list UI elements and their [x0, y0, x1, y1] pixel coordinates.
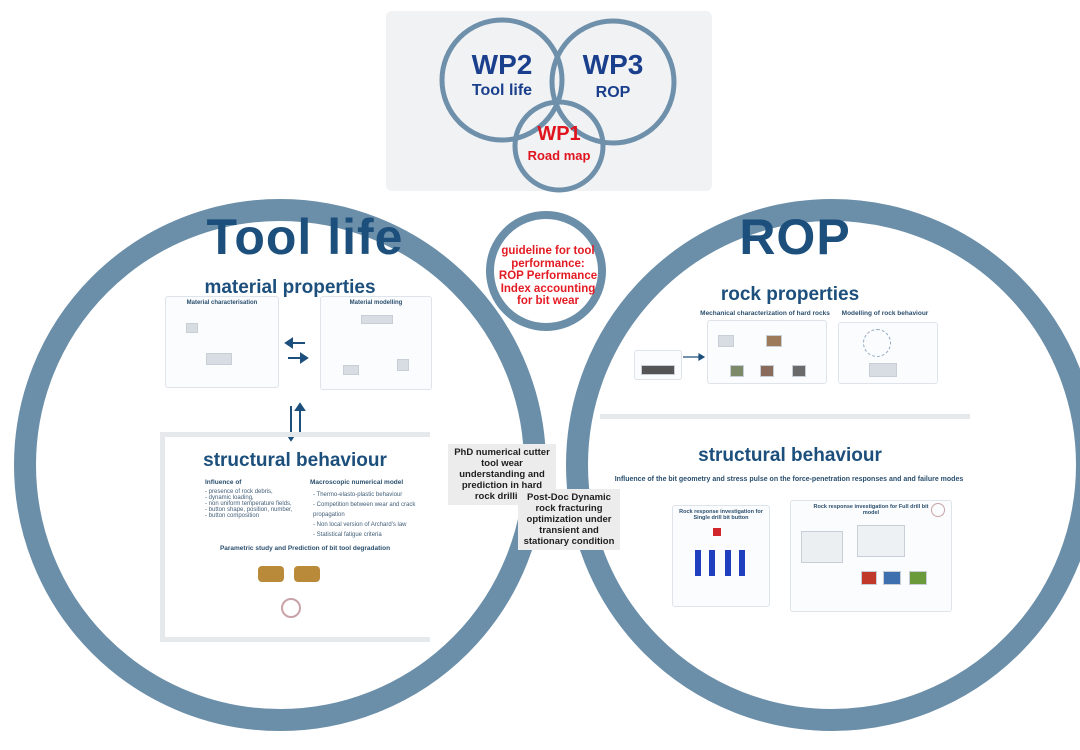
material-properties-heading: material properties	[204, 277, 376, 298]
influence-item: - button shape, position, number,	[205, 507, 293, 513]
wp2-ring	[439, 17, 565, 143]
thumbnail	[909, 571, 927, 585]
rop-ring	[566, 199, 1080, 731]
thumbnail	[766, 335, 782, 347]
thumbnail	[730, 365, 744, 377]
thumbnail	[361, 315, 393, 324]
thumbnail	[641, 365, 675, 375]
guideline-text: guideline for tool performance: ROP Perf…	[498, 245, 598, 307]
material-modelling-card: Material modelling	[320, 296, 432, 390]
influence-item: - button composition	[205, 513, 260, 519]
rop-title: ROP	[739, 209, 851, 265]
model-item: - Competition between wear and crack pro…	[313, 502, 416, 518]
modelling-rock-behaviour-label: Modelling of rock behaviour	[841, 310, 929, 317]
thumbnail	[883, 571, 901, 585]
model-heading: Macroscopic numerical model	[310, 479, 404, 486]
bit-image-1	[258, 566, 284, 582]
model-ring-graphic	[863, 329, 891, 357]
small-circle-marker	[281, 598, 301, 618]
wp2-title: Tool life	[471, 82, 533, 99]
thumbnail	[343, 365, 359, 375]
thumbnail	[760, 365, 774, 377]
wp1-ring	[512, 99, 606, 193]
influence-item: - dynamic loading,	[205, 495, 254, 501]
mechanical-card	[707, 320, 827, 384]
bit-image-2	[294, 566, 320, 582]
model-item: - Thermo-elasto-plastic behaviour	[313, 492, 403, 498]
wp2-code: WP2	[471, 49, 533, 80]
arrows-material	[284, 337, 309, 442]
influence-heading: Influence of	[205, 479, 242, 486]
parametric-study-label: Parametric study and Prediction of bit t…	[219, 545, 391, 552]
thumbnail	[206, 353, 232, 365]
full-bit-card: Rock response investigation for Full dri…	[790, 500, 952, 612]
single-button-label: Rock response investigation for Single d…	[679, 509, 763, 521]
thumbnail	[718, 335, 734, 347]
small-circle-marker	[931, 503, 945, 517]
thumbnail	[186, 323, 198, 333]
structural-right-bracket	[600, 414, 970, 619]
bar	[739, 550, 745, 576]
structural-behaviour-left-heading: structural behaviour	[203, 450, 387, 471]
single-button-card: Rock response investigation for Single d…	[672, 505, 770, 607]
influence-item: - presence of rock debris,	[205, 489, 273, 495]
model-list: - Thermo-elasto-plastic behaviour - Comp…	[313, 490, 418, 540]
wp3-code: WP3	[582, 49, 644, 80]
tool-life-title: Tool life	[206, 209, 404, 265]
wp1-title: Road map	[527, 148, 591, 163]
bar	[725, 550, 731, 576]
thumbnail	[801, 531, 843, 563]
wp3-ring	[549, 18, 677, 146]
thumbnail	[792, 365, 806, 377]
wp1-code: WP1	[537, 123, 581, 145]
structural-behaviour-right-heading: structural behaviour	[698, 445, 882, 466]
structural-left-bracket	[160, 432, 430, 642]
influence-item: - non uniform temperature fields,	[205, 501, 292, 507]
bar	[709, 550, 715, 576]
modelling-card	[838, 322, 938, 384]
thumbnail	[861, 571, 877, 585]
influence-list: - presence of rock debris, - dynamic loa…	[205, 489, 295, 519]
thumbnail	[397, 359, 409, 371]
material-characterisation-card: Material characterisation	[165, 296, 279, 388]
model-item: - Non local version of Archard's law	[313, 522, 407, 528]
thumbnail	[869, 363, 897, 377]
red-marker	[713, 528, 721, 536]
structural-right-subtitle: Influence of the bit geometry and stress…	[614, 476, 964, 483]
rock-properties-heading: rock properties	[720, 284, 860, 305]
postdoc-note: Post-Doc Dynamic rock fracturing optimiz…	[518, 489, 620, 550]
wp3-title: ROP	[595, 84, 631, 101]
thumbnail	[857, 525, 905, 557]
bar	[695, 550, 701, 576]
material-characterisation-label: Material characterisation	[186, 300, 258, 306]
full-bit-label: Rock response investigation for Full dri…	[813, 504, 929, 516]
rock-sample-card	[634, 350, 682, 380]
guideline-ring	[486, 211, 606, 331]
material-modelling-label: Material modelling	[349, 300, 403, 306]
mechanical-characterization-label: Mechanical characterization of hard rock…	[700, 310, 830, 317]
arrow-rock	[683, 352, 706, 362]
model-item: - Statistical fatigue criteria	[313, 532, 382, 538]
